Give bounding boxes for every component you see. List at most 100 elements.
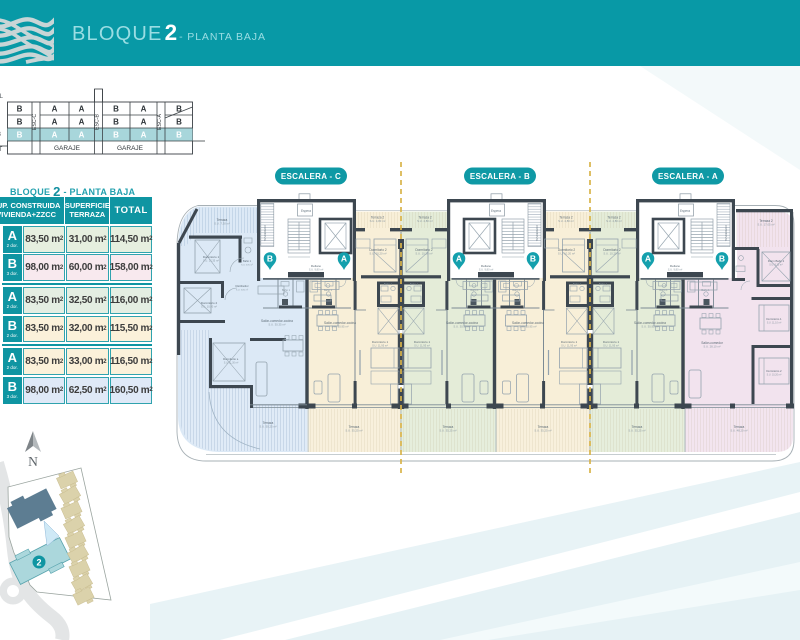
svg-text:ESCALERA - C: ESCALERA - C <box>281 172 341 181</box>
svg-text:S.U. 11,95 m²: S.U. 11,95 m² <box>414 344 430 348</box>
svg-text:ESCALERA - B: ESCALERA - B <box>470 172 530 181</box>
svg-text:Dormitorio 1: Dormitorio 1 <box>372 340 389 344</box>
svg-text:2: 2 <box>36 558 41 568</box>
svg-text:A: A <box>341 254 347 264</box>
svg-text:S.U. 11,10 m²: S.U. 11,10 m² <box>767 322 782 325</box>
svg-text:A: A <box>141 131 147 140</box>
svg-text:Baño 1: Baño 1 <box>470 288 479 292</box>
svg-text:Dormitorio 2: Dormitorio 2 <box>369 248 387 252</box>
svg-text:GARAJE: GARAJE <box>54 145 81 152</box>
svg-text:Dormitorio s.: Dormitorio s. <box>223 357 239 361</box>
svg-text:S.U. 9,80 m²: S.U. 9,80 m² <box>668 268 683 272</box>
svg-text:S.U. 12,35 m²: S.U. 12,35 m² <box>203 259 219 263</box>
svg-text:ESC-B: ESC-B <box>95 114 101 130</box>
svg-text:ESC-A: ESC-A <box>157 114 163 130</box>
svg-text:Rellano: Rellano <box>670 264 681 268</box>
svg-text:S.U. 30,95 m²: S.U. 30,95 m² <box>519 325 536 329</box>
svg-text:Terraza 2: Terraza 2 <box>559 216 573 220</box>
svg-text:S.U. 9,35 m²: S.U. 9,35 m² <box>769 264 783 267</box>
svg-text:Dormitorio 2: Dormitorio 2 <box>603 248 621 252</box>
svg-text:S.U. 30,95 m²: S.U. 30,95 m² <box>331 325 348 329</box>
svg-text:Salón-comedor: Salón-comedor <box>701 341 724 345</box>
svg-text:B: B <box>530 254 536 264</box>
svg-text:Espera: Espera <box>301 209 311 213</box>
svg-text:Terraza 2: Terraza 2 <box>759 219 773 223</box>
svg-text:Dormitorio 2: Dormitorio 2 <box>766 369 782 373</box>
svg-text:Salón-comedor-cocina: Salón-comedor-cocina <box>261 319 293 323</box>
svg-text:Dormitorio 1: Dormitorio 1 <box>603 340 620 344</box>
svg-text:Rellano: Rellano <box>311 264 322 268</box>
svg-text:B: B <box>17 105 23 114</box>
svg-text:IT: IT <box>0 147 3 153</box>
svg-text:S.U. 17,05 m²: S.U. 17,05 m² <box>757 223 774 227</box>
svg-text:A: A <box>141 118 147 127</box>
svg-text:Rellano: Rellano <box>481 264 492 268</box>
svg-text:Salón-comedor-cocina: Salón-comedor-cocina <box>324 321 356 325</box>
svg-text:Terraza 2: Terraza 2 <box>418 216 432 220</box>
svg-text:B: B <box>17 131 23 140</box>
svg-text:S.U. 11,95 m²: S.U. 11,95 m² <box>603 344 619 348</box>
svg-text:S.U. 3,80 m²: S.U. 3,80 m² <box>236 289 249 292</box>
svg-text:Espera: Espera <box>680 209 690 213</box>
svg-text:S.U. 11,30 m²: S.U. 11,30 m² <box>224 362 239 365</box>
svg-text:TENDEDERO: TENDEDERO <box>724 225 728 241</box>
svg-text:Terraza: Terraza <box>734 425 745 429</box>
svg-text:Terraza 2: Terraza 2 <box>607 216 621 220</box>
svg-text:S.U. 30,95 m²: S.U. 30,95 m² <box>641 325 658 329</box>
svg-text:Baño 1: Baño 1 <box>599 282 608 286</box>
svg-text:A: A <box>52 105 58 114</box>
svg-text:S.U. 10,20 m²: S.U. 10,20 m² <box>415 252 432 256</box>
svg-text:Dormitorio 2: Dormitorio 2 <box>558 248 576 252</box>
svg-text:B: B <box>267 254 273 264</box>
svg-text:Baño 1: Baño 1 <box>282 288 291 292</box>
svg-text:B: B <box>113 131 119 140</box>
svg-text:Dormitorio 1: Dormitorio 1 <box>414 340 431 344</box>
svg-text:B: B <box>113 105 119 114</box>
svg-text:B: B <box>17 118 23 127</box>
svg-text:Baño 1: Baño 1 <box>659 288 668 292</box>
svg-text:S.U. 4,80 m²: S.U. 4,80 m² <box>370 219 386 223</box>
svg-text:Baño 1: Baño 1 <box>384 282 393 286</box>
svg-text:Terraza: Terraza <box>349 425 360 429</box>
svg-text:Terraza: Terraza <box>443 425 454 429</box>
svg-text:S.U. 48,20 m²: S.U. 48,20 m² <box>730 429 747 433</box>
svg-text:Terraza: Terraza <box>217 218 228 222</box>
svg-text:S.U. 11,95 m²: S.U. 11,95 m² <box>372 344 388 348</box>
svg-text:Distribuidor: Distribuidor <box>235 284 248 288</box>
svg-text:Dorm Baby 2: Dorm Baby 2 <box>768 259 785 263</box>
svg-text:A: A <box>79 118 85 127</box>
svg-text:ESCALERA - A: ESCALERA - A <box>658 172 718 181</box>
svg-text:S.U. 3,95 m²: S.U. 3,95 m² <box>241 264 253 267</box>
svg-text:TENDEDERO: TENDEDERO <box>263 225 267 241</box>
svg-text:S.U. 4,80 m²: S.U. 4,80 m² <box>417 219 433 223</box>
svg-text:S.U. 7,30 m²: S.U. 7,30 m² <box>214 222 230 226</box>
svg-text:ESC-C: ESC-C <box>32 114 38 130</box>
svg-text:A: A <box>79 131 85 140</box>
svg-text:S.U. 9,80 m²: S.U. 9,80 m² <box>479 268 494 272</box>
svg-text:B: B <box>176 118 182 127</box>
svg-text:TENDEDERO: TENDEDERO <box>535 225 539 241</box>
svg-text:Dormitorio 2: Dormitorio 2 <box>415 248 433 252</box>
svg-text:Terraza: Terraza <box>632 425 643 429</box>
svg-text:Dormitorio 1: Dormitorio 1 <box>203 255 220 259</box>
svg-text:B: B <box>113 118 119 127</box>
svg-text:Salón-comedor-cocina: Salón-comedor-cocina <box>446 321 478 325</box>
svg-text:Baño 1: Baño 1 <box>410 282 419 286</box>
svg-text:S.U. 10,20 m²: S.U. 10,20 m² <box>603 252 620 256</box>
svg-text:S.U. 30,95 m²: S.U. 30,95 m² <box>453 325 470 329</box>
svg-text:A: A <box>79 105 85 114</box>
svg-text:S.U. 9,80 m²: S.U. 9,80 m² <box>309 268 324 272</box>
svg-text:S.U. 35,25 m²: S.U. 35,25 m² <box>345 429 362 433</box>
svg-text:GARAJE: GARAJE <box>117 145 144 152</box>
svg-text:Baño 1: Baño 1 <box>324 288 333 292</box>
svg-text:Baño 1: Baño 1 <box>512 288 521 292</box>
svg-text:Baño 1: Baño 1 <box>573 282 582 286</box>
svg-text:IL: IL <box>0 94 4 100</box>
svg-text:S.U. 35,25 m²: S.U. 35,25 m² <box>628 429 645 433</box>
svg-text:Salón-comedor-cocina: Salón-comedor-cocina <box>512 321 544 325</box>
svg-text:Dormitorio 1: Dormitorio 1 <box>561 340 578 344</box>
svg-text:B: B <box>176 131 182 140</box>
svg-text:S.U. 11,95 m²: S.U. 11,95 m² <box>561 344 577 348</box>
svg-text:Espera: Espera <box>491 209 501 213</box>
svg-text:Terraza: Terraza <box>538 425 549 429</box>
